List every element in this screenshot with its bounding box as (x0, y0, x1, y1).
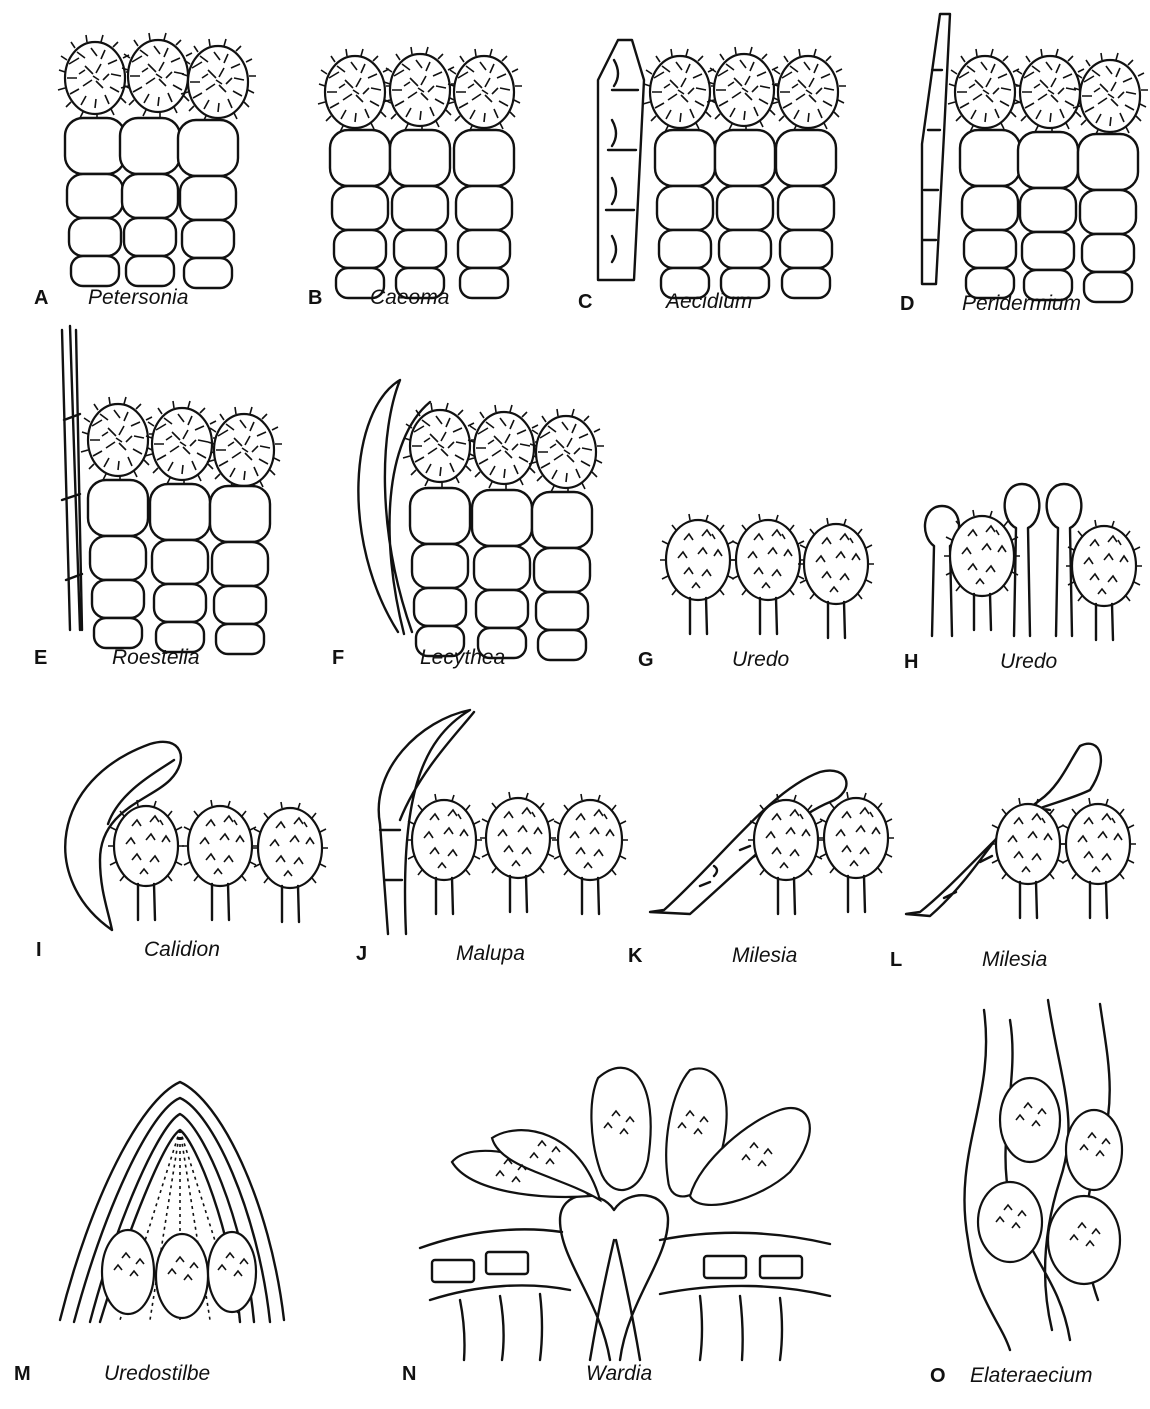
panel-e-name: Roestelia (112, 646, 200, 669)
panel-n-spore-3 (591, 1068, 650, 1190)
panel-g-letter: G (638, 649, 654, 671)
panel-n: N Wardia (402, 1068, 830, 1385)
panel-f-name: Lecythea (420, 646, 505, 669)
panel-e-letter: E (34, 647, 47, 669)
panel-a: A Petersonia (34, 33, 256, 309)
panel-o: O Elateraecium (930, 1000, 1122, 1387)
panel-f-letter: F (332, 647, 344, 669)
panel-h: H Uredo (904, 484, 1142, 673)
panel-m: M Uredostilbe (14, 1082, 284, 1385)
panel-i-letter: I (36, 939, 42, 961)
panel-l-name: Milesia (982, 948, 1047, 971)
panel-b-letter: B (308, 287, 322, 309)
panel-c-peridium (598, 40, 644, 280)
panel-d-peridium (922, 14, 950, 284)
panel-b-name: Caeoma (370, 286, 449, 309)
panel-d: D Peridermium (900, 14, 1148, 315)
panel-e: E Roestelia (34, 326, 282, 669)
panel-i-name: Calidion (144, 938, 220, 961)
panel-b: B Caeoma (308, 47, 522, 309)
panel-k: K Milesia (628, 771, 894, 967)
panel-n-stalk (560, 1195, 668, 1360)
panel-c: C Aecidium (578, 40, 846, 313)
panel-j-name: Malupa (456, 942, 525, 965)
panel-d-letter: D (900, 293, 914, 315)
panel-h-name: Uredo (1000, 650, 1058, 673)
panel-i: I Calidion (36, 742, 328, 961)
panel-a-name: Petersonia (88, 286, 188, 309)
panel-e-peridium (62, 326, 82, 630)
panel-a-letter: A (34, 287, 48, 309)
panel-n-letter: N (402, 1363, 416, 1385)
panel-h-letter: H (904, 651, 918, 673)
panel-c-letter: C (578, 291, 592, 313)
panel-k-letter: K (628, 945, 643, 967)
panel-n-name: Wardia (586, 1362, 652, 1385)
panel-k-name: Milesia (732, 944, 797, 967)
panel-c-name: Aecidium (664, 290, 752, 313)
panel-g-name: Uredo (732, 648, 790, 671)
panel-m-letter: M (14, 1363, 31, 1385)
panel-f: F Lecythea (332, 380, 604, 669)
panel-o-name: Elateraecium (970, 1364, 1093, 1387)
panel-j: J Malupa (356, 710, 628, 965)
panel-j-letter: J (356, 943, 367, 965)
panel-o-letter: O (930, 1365, 946, 1387)
panel-d-name: Peridermium (962, 292, 1081, 315)
panel-l: L Milesia (890, 744, 1136, 971)
panel-g: G Uredo (638, 514, 874, 671)
panel-m-name: Uredostilbe (104, 1362, 210, 1385)
panel-l-letter: L (890, 949, 902, 971)
